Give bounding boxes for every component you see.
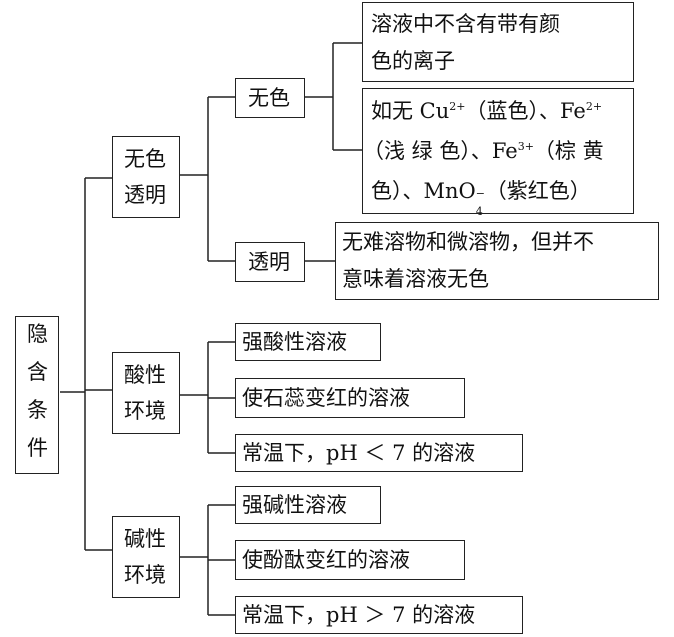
category-label: 环境: [124, 399, 166, 423]
sub-label: 无色: [248, 86, 290, 110]
detail-no-colored-ions: 溶液中不含有带有颜 色的离子: [362, 2, 634, 82]
item-label: 强酸性溶液: [242, 330, 347, 354]
item-label: 使酚酞变红的溶液: [242, 548, 410, 572]
alkaline-item: 常温下，pH ＞ 7 的溶液: [235, 596, 523, 634]
category-label: 环境: [124, 563, 166, 587]
root-char: 件: [27, 436, 48, 460]
item-label: 强碱性溶液: [242, 493, 347, 517]
item-label: 常温下，pH ＜ 7 的溶液: [242, 441, 476, 465]
acidic-item: 常温下，pH ＜ 7 的溶液: [235, 434, 523, 472]
category-alkaline: 碱性 环境: [112, 516, 180, 598]
category-label: 无色: [124, 147, 166, 171]
root-char: 条: [27, 398, 48, 422]
detail-line: 如无 Cu2+（蓝色）、Fe2+: [371, 99, 603, 123]
sub-transparent: 透明: [235, 242, 305, 282]
detail-line: 意味着溶液无色: [342, 267, 489, 291]
category-colorless-transparent: 无色 透明: [112, 136, 180, 218]
alkaline-item: 强碱性溶液: [235, 486, 381, 524]
detail-no-precipitate: 无难溶物和微溶物，但并不 意味着溶液无色: [335, 222, 659, 300]
root-char: 隐: [27, 322, 48, 346]
root-node: 隐 含 条 件: [15, 316, 59, 474]
item-label: 常温下，pH ＞ 7 的溶液: [242, 603, 476, 627]
root-char: 含: [27, 360, 48, 384]
category-label: 透明: [124, 183, 166, 207]
detail-line: 无难溶物和微溶物，但并不: [342, 230, 594, 254]
category-label: 碱性: [124, 527, 166, 551]
alkaline-item: 使酚酞变红的溶液: [235, 540, 465, 580]
sub-label: 透明: [248, 250, 290, 274]
detail-line: （浅 绿 色）、Fe3+（棕 黄: [363, 139, 604, 163]
detail-line: 溶液中不含有带有颜: [371, 12, 560, 36]
detail-line: 色的离子: [371, 49, 455, 73]
acidic-item: 使石蕊变红的溶液: [235, 378, 465, 418]
category-label: 酸性: [124, 363, 166, 387]
detail-colored-ion-examples: 如无 Cu2+（蓝色）、Fe2+ （浅 绿 色）、Fe3+（棕 黄 色）、MnO…: [362, 88, 634, 218]
detail-line: 色）、MnO−4（紫红色）: [371, 179, 591, 218]
acidic-item: 强酸性溶液: [235, 323, 381, 361]
sub-colorless: 无色: [235, 78, 305, 118]
category-acidic: 酸性 环境: [112, 352, 180, 434]
item-label: 使石蕊变红的溶液: [242, 386, 410, 410]
